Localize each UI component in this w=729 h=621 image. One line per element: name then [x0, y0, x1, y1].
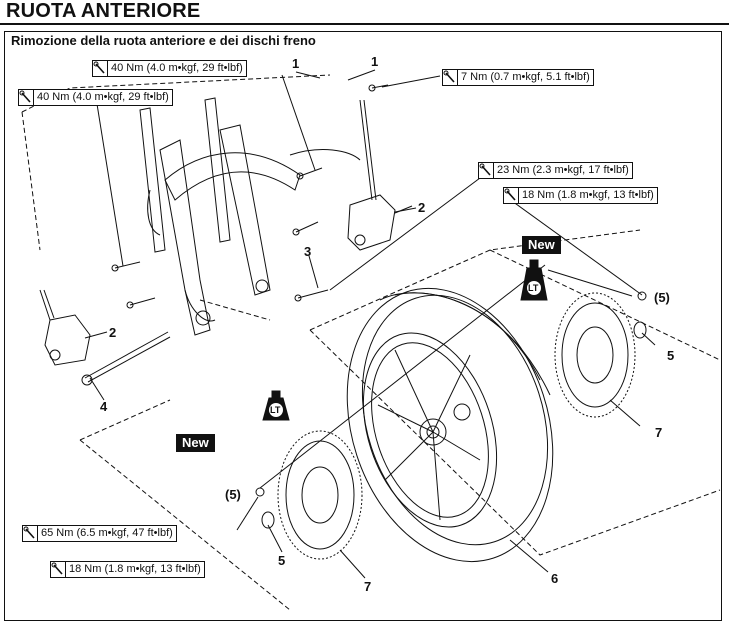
callout-7: 7: [655, 425, 663, 440]
callout-2: 2: [418, 200, 426, 215]
front-wheel-tire: [346, 287, 554, 563]
wheel-axle: [81, 331, 171, 386]
lt-threadlock-icon: [262, 259, 548, 421]
wrench-icon: [93, 61, 108, 76]
new-part-badge: New: [522, 236, 561, 254]
front-fork: [139, 97, 301, 336]
callout-5: (5): [225, 487, 241, 502]
torque-spec-box: 23 Nm (2.3 m•kgf, 17 ft•lbf): [478, 162, 633, 179]
callout-5: 5: [278, 553, 286, 568]
callout-5: 5: [667, 348, 675, 363]
lt-label: LT LT: [269, 281, 541, 417]
brake-caliper-left: [39, 289, 91, 366]
title-rule: [0, 23, 729, 25]
torque-spec-text: 18 Nm (1.8 m•kgf, 13 ft•lbf): [69, 563, 201, 575]
torque-spec-text: 23 Nm (2.3 m•kgf, 17 ft•lbf): [497, 164, 629, 176]
callout-2: 2: [109, 325, 117, 340]
wrench-icon: [19, 90, 34, 105]
callout-5: (5): [654, 290, 670, 305]
torque-spec-text: 40 Nm (4.0 m•kgf, 29 ft•lbf): [37, 91, 169, 103]
callout-3: 3: [304, 244, 312, 259]
wrench-icon: [23, 526, 38, 541]
wrench-icon: [443, 70, 458, 85]
wrench-icon: [504, 188, 519, 203]
torque-spec-box: 18 Nm (1.8 m•kgf, 13 ft•lbf): [50, 561, 205, 578]
section-subtitle: Rimozione della ruota anteriore e dei di…: [11, 33, 316, 48]
svg-text:LT: LT: [270, 405, 281, 415]
torque-spec-box: 65 Nm (6.5 m•kgf, 47 ft•lbf): [22, 525, 177, 542]
callout-7: 7: [364, 579, 372, 594]
torque-spec-box: 40 Nm (4.0 m•kgf, 29 ft•lbf): [92, 60, 247, 77]
callout-4: 4: [100, 399, 108, 414]
wrench-icon: [479, 163, 494, 178]
brake-disc-right: [554, 292, 636, 418]
callout-1: 1: [371, 54, 379, 69]
torque-spec-text: 65 Nm (6.5 m•kgf, 47 ft•lbf): [41, 527, 173, 539]
svg-text:LT: LT: [528, 283, 539, 293]
torque-spec-box: 18 Nm (1.8 m•kgf, 13 ft•lbf): [503, 187, 658, 204]
spacers: [261, 321, 647, 529]
brake-caliper-right: [289, 99, 396, 251]
torque-spec-text: 40 Nm (4.0 m•kgf, 29 ft•lbf): [111, 62, 243, 74]
leader-lines: [84, 69, 656, 579]
page-title: RUOTA ANTERIORE: [6, 0, 201, 22]
callout-1: 1: [292, 56, 300, 71]
torque-spec-box: 40 Nm (4.0 m•kgf, 29 ft•lbf): [18, 89, 173, 106]
wrench-icon: [51, 562, 66, 577]
callout-6: 6: [551, 571, 559, 586]
torque-spec-box: 7 Nm (0.7 m•kgf, 5.1 ft•lbf): [442, 69, 594, 86]
bolts: [111, 84, 647, 497]
brake-disc-left: [277, 430, 363, 560]
torque-spec-text: 18 Nm (1.8 m•kgf, 13 ft•lbf): [522, 189, 654, 201]
new-part-badge: New: [176, 434, 215, 452]
torque-spec-text: 7 Nm (0.7 m•kgf, 5.1 ft•lbf): [461, 71, 590, 83]
